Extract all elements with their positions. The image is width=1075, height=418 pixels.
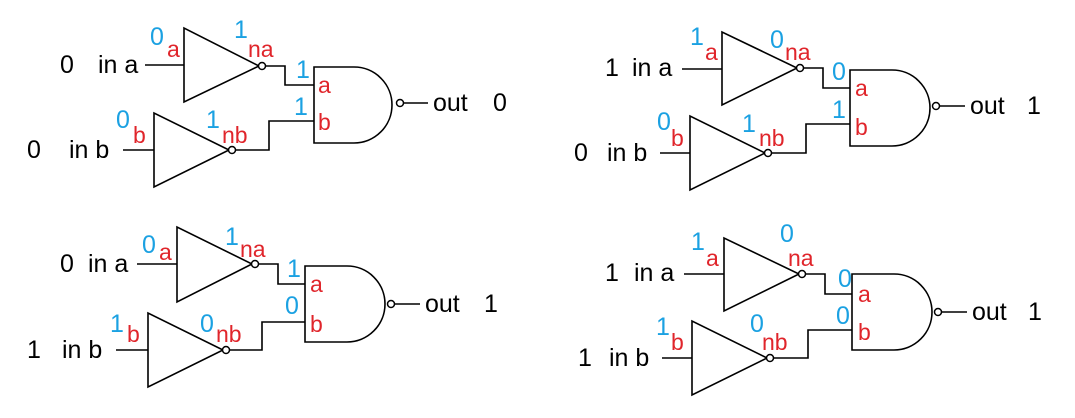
input-a-value: 1 xyxy=(605,259,619,287)
na-value: 0 xyxy=(770,26,784,54)
and-a-value: 1 xyxy=(287,255,301,283)
and-b-value: 1 xyxy=(832,96,846,124)
and-a-port: a xyxy=(858,281,871,307)
input-b-label: in b xyxy=(607,139,647,167)
input-a-value: 0 xyxy=(60,250,74,278)
output-label: out xyxy=(972,298,1007,326)
input-b-value: 1 xyxy=(578,344,592,372)
and-gate xyxy=(851,273,933,351)
wires xyxy=(116,263,420,351)
na-value: 1 xyxy=(234,16,248,44)
and-a-value: 0 xyxy=(832,58,846,86)
na-label: na xyxy=(785,39,811,65)
inverter-b-input-port: b xyxy=(133,122,146,148)
inverter-b-input-value: 0 xyxy=(657,108,671,136)
output-value: 1 xyxy=(1028,298,1042,326)
output-value: 0 xyxy=(493,89,507,117)
input-a-label: in a xyxy=(98,51,138,79)
input-a-value: 0 xyxy=(60,51,74,79)
circuit-4: 1 in a 1 in b 1 a 1 b 0 na 0 nb 0 a 0 b … xyxy=(578,220,1042,397)
input-b-label: in b xyxy=(69,136,109,164)
and-a-port: a xyxy=(310,271,323,297)
nb-label: nb xyxy=(222,122,248,148)
wires xyxy=(662,273,967,359)
and-a-port: a xyxy=(318,72,331,98)
na-label: na xyxy=(788,245,814,271)
output-value: 1 xyxy=(484,290,498,318)
inverter-a-input-value: 0 xyxy=(142,231,156,259)
and-b-port: b xyxy=(855,114,868,140)
inverter-a-input-value: 1 xyxy=(690,23,704,51)
inverter-b-input-port: b xyxy=(671,329,684,355)
input-a-label: in a xyxy=(634,259,674,287)
input-b-label: in b xyxy=(609,344,649,372)
na-value: 0 xyxy=(780,220,794,248)
output-label: out xyxy=(425,290,460,318)
and-b-value: 0 xyxy=(836,302,850,330)
circuit-3: 0 in a 1 in b 0 a 1 b 1 na 0 nb 1 a 0 b … xyxy=(27,223,498,389)
inverter-a-input-value: 0 xyxy=(150,23,164,51)
inverter-a-input-port: a xyxy=(159,239,172,265)
input-a-value: 1 xyxy=(605,54,619,82)
output-bubble xyxy=(933,307,943,317)
output-bubble xyxy=(386,299,396,309)
inverter-b-input-value: 1 xyxy=(656,313,670,341)
nb-value: 1 xyxy=(206,106,220,134)
and-gate xyxy=(849,69,931,147)
inverter-a-input-port: a xyxy=(706,245,719,271)
wires xyxy=(123,64,428,151)
inverter-b-input-value: 1 xyxy=(110,310,124,338)
circuit-1: 0 in a 0 in b 0 a 0 b 1 na 1 nb 1 a 1 b … xyxy=(27,16,507,189)
inverter-b-input-port: b xyxy=(127,321,140,347)
input-b-value: 1 xyxy=(27,336,41,364)
output-label: out xyxy=(433,89,468,117)
inverter-a-input-value: 1 xyxy=(691,228,705,256)
input-a-label: in a xyxy=(88,250,128,278)
nb-value: 0 xyxy=(750,310,764,338)
circuit-2: 1 in a 0 in b 1 a 0 b 0 na 1 nb 0 a 1 b … xyxy=(574,23,1041,192)
and-a-port: a xyxy=(855,75,868,101)
wires xyxy=(660,67,965,154)
inverter-b-input-value: 0 xyxy=(116,106,130,134)
nb-label: nb xyxy=(759,125,785,151)
output-label: out xyxy=(970,92,1005,120)
input-b-value: 0 xyxy=(27,136,41,164)
and-gate xyxy=(304,265,386,343)
input-b-value: 0 xyxy=(574,139,588,167)
inverter-a-input-port: a xyxy=(167,36,180,62)
inverter-a-input-port: a xyxy=(705,39,718,65)
output-bubble xyxy=(931,101,941,111)
nb-value: 0 xyxy=(200,310,214,338)
output-value: 1 xyxy=(1027,92,1041,120)
and-gate xyxy=(313,66,393,144)
nb-label: nb xyxy=(216,321,242,347)
nb-label: nb xyxy=(762,329,788,355)
nb-value: 1 xyxy=(742,110,756,138)
na-label: na xyxy=(248,36,274,62)
and-a-value: 1 xyxy=(296,56,310,84)
and-a-value: 0 xyxy=(838,265,852,293)
na-value: 1 xyxy=(225,223,239,251)
and-b-port: b xyxy=(310,311,323,337)
and-b-value: 0 xyxy=(285,292,299,320)
and-b-port: b xyxy=(858,319,871,345)
na-label: na xyxy=(240,236,266,262)
output-bubble xyxy=(395,98,405,108)
input-b-label: in b xyxy=(62,336,102,364)
and-b-value: 1 xyxy=(294,93,308,121)
inverter-b-input-port: b xyxy=(671,125,684,151)
input-a-label: in a xyxy=(632,54,672,82)
and-b-port: b xyxy=(318,109,331,135)
